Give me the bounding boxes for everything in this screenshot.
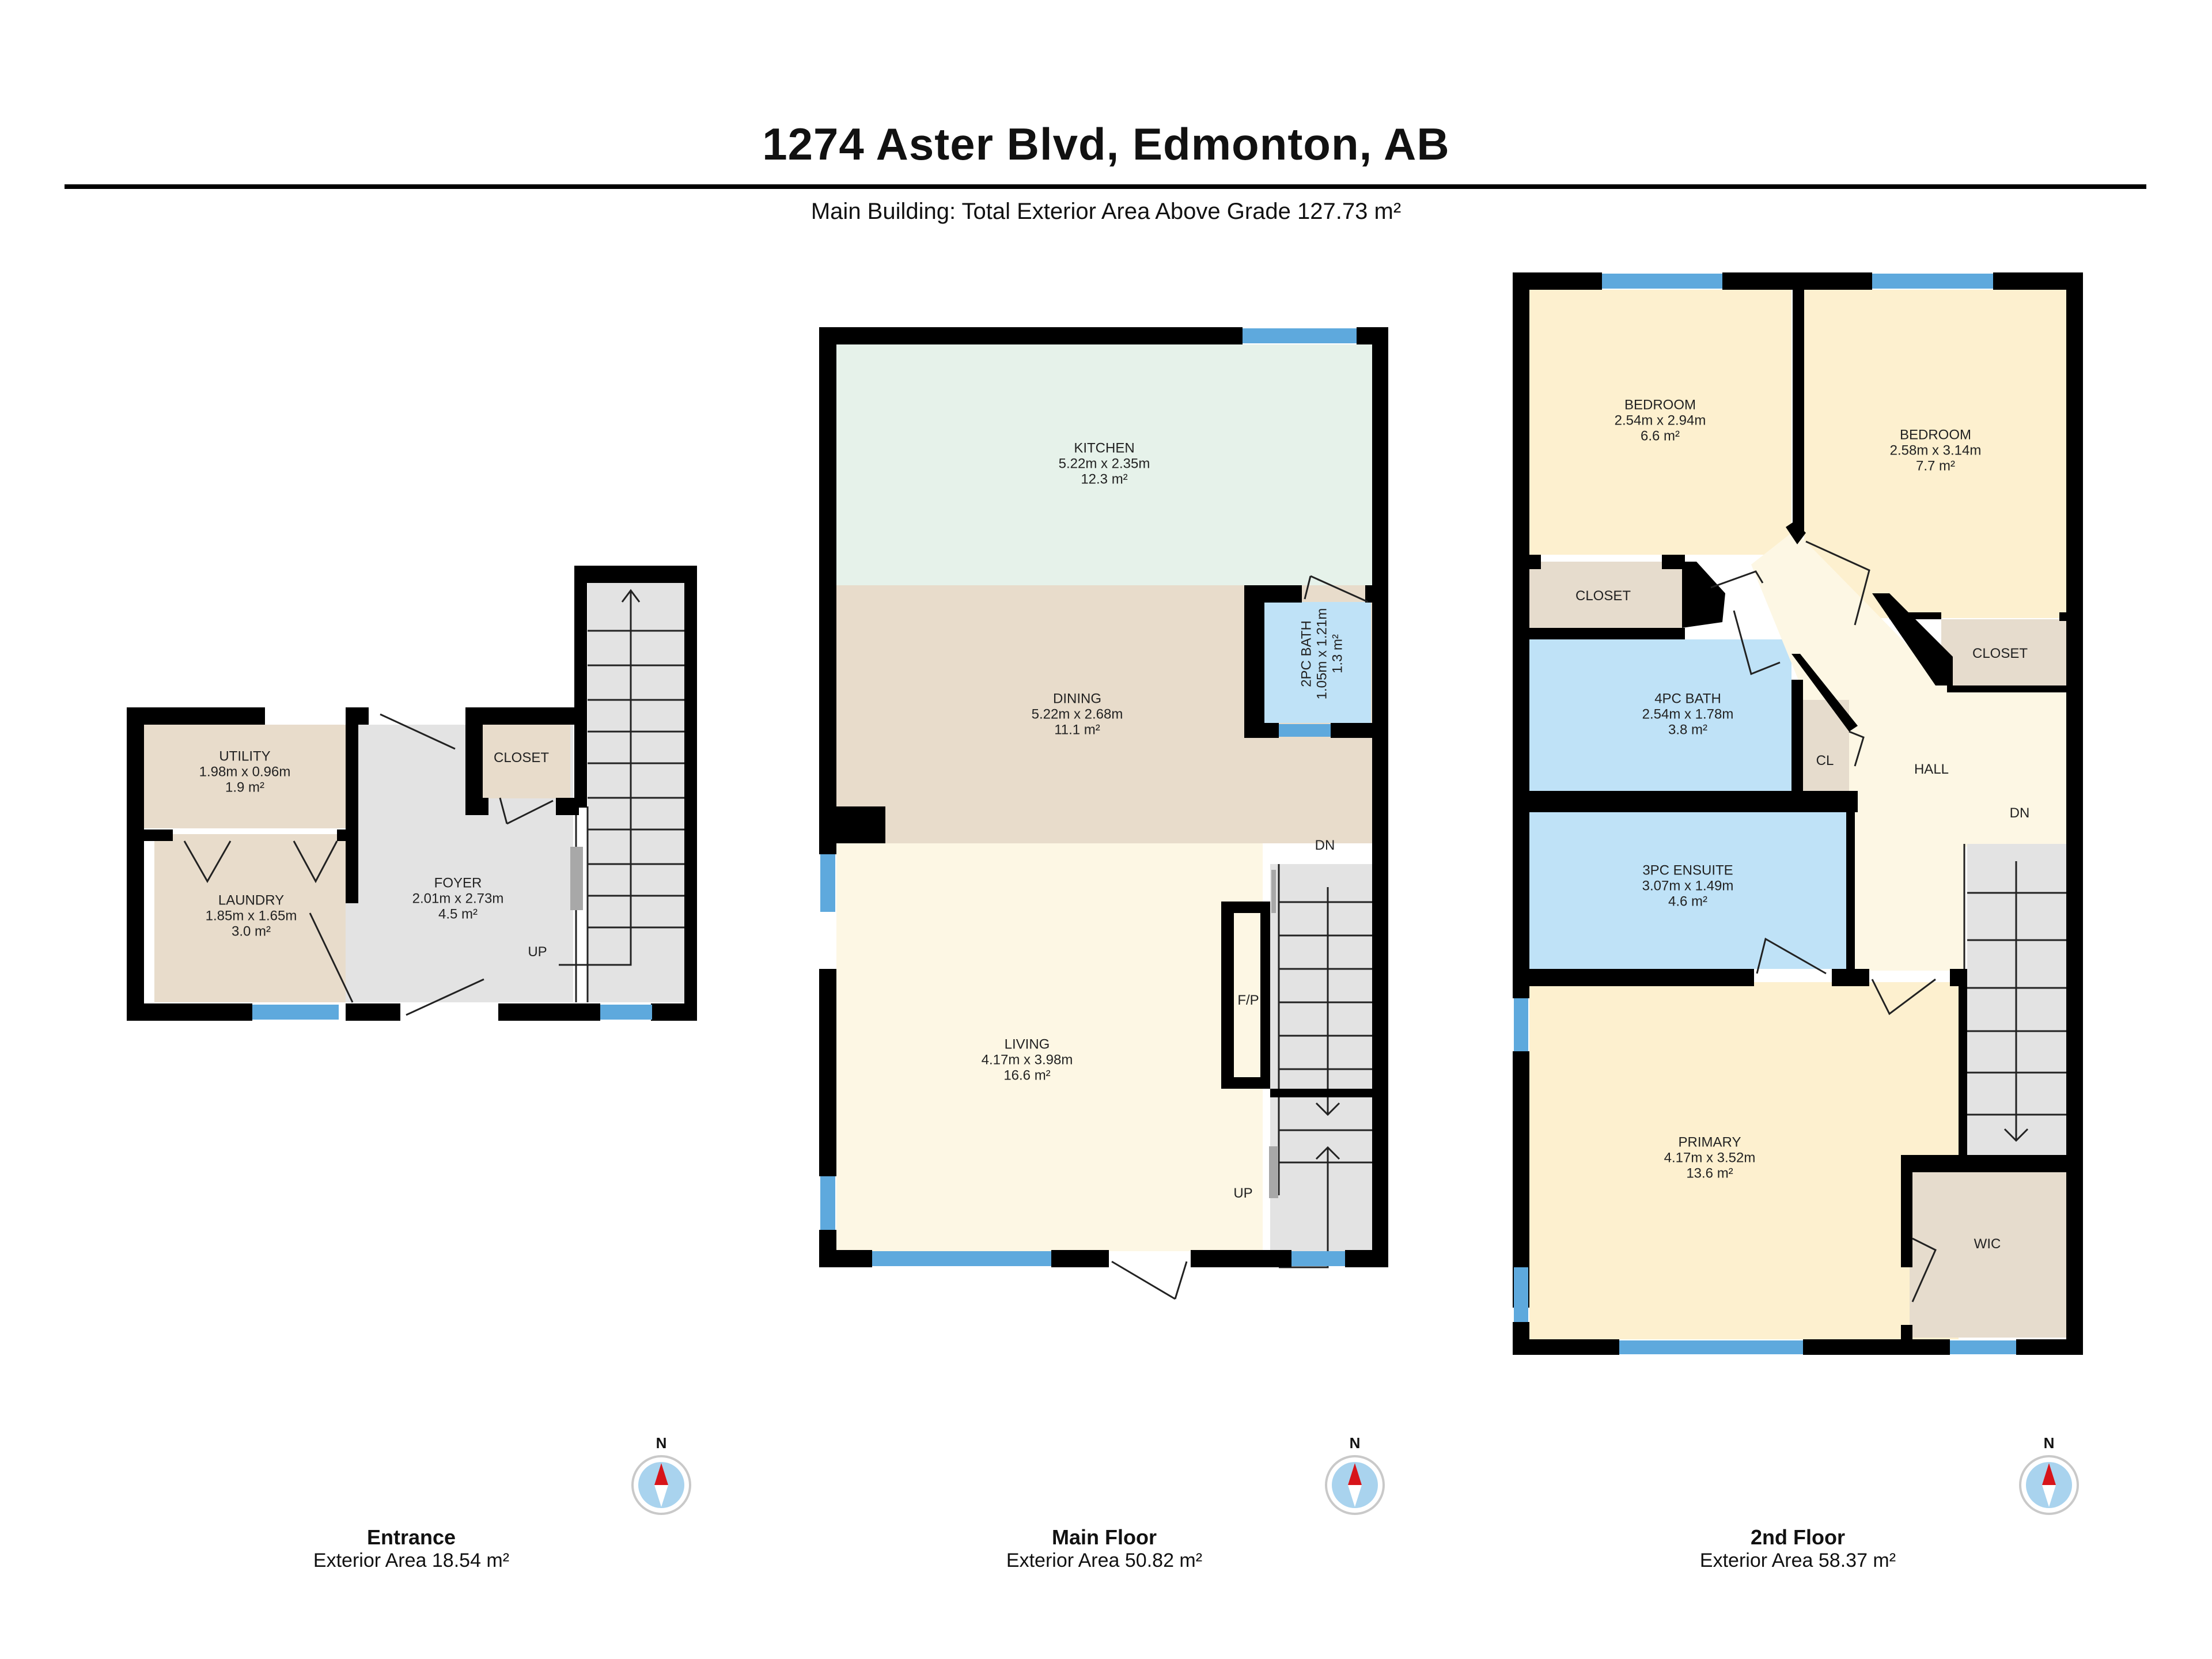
north-compass-icon: N [1323,1434,1387,1521]
entrance-stairs [588,583,684,1002]
room-label-utility: UTILITY 1.98m x 0.96m 1.9 m² [199,748,291,796]
room-label-dining: DINING 5.22m x 2.68m 11.1 m² [1031,691,1123,738]
primary-bedroom [1529,982,1959,1339]
compass-rose-icon [1325,1455,1385,1515]
room-label-kitchen: KITCHEN 5.22m x 2.35m 12.3 m² [1058,440,1150,487]
fireplace-label: F/P [1237,993,1259,1008]
bedroom-1 [1529,290,1791,555]
stair-label-dn: DN [1315,838,1335,853]
title-divider [65,184,2146,189]
room-label-4pc-bath: 4PC BATH 2.54m x 1.78m 3.8 m² [1642,691,1734,738]
compass-rose-icon [631,1455,691,1515]
floor-caption-2nd-floor: 2nd Floor Exterior Area 58.37 m² [1699,1525,1896,1571]
hall [1751,533,2066,971]
kitchen-room [836,344,1372,585]
closet-1 [1529,562,1682,628]
living-room [836,843,1263,1251]
laundry-room [154,834,346,1002]
powder-bath [1264,602,1371,723]
entrance-floor-plan [127,566,697,1021]
ensuite [1529,812,1846,969]
stair-label-up: UP [1233,1185,1253,1201]
total-area-subtitle: Main Building: Total Exterior Area Above… [810,199,1402,224]
second-floor-plan [1513,272,2083,1355]
page-title: 1274 Aster Blvd, Edmonton, AB [762,119,1450,169]
room-label-foyer: FOYER 2.01m x 2.73m 4.5 m² [412,875,504,922]
stair-label-up: UP [528,944,547,960]
stair-label-dn: DN [2009,805,2030,821]
closet-2 [1941,619,2066,685]
room-label-2pc-bath: 2PC BATH 1.05m x 1.21m 1.3 m² [1298,608,1346,700]
room-label-living: LIVING 4.17m x 3.98m 16.6 m² [981,1036,1073,1084]
room-label-bedroom-2: BEDROOM 2.58m x 3.14m 7.7 m² [1889,427,1982,474]
bedroom-2 [1804,290,2066,618]
main-stairs [1270,864,1372,1251]
room-label-primary: PRIMARY 4.17m x 3.52m 13.6 m² [1664,1134,1756,1181]
room-label-wic: WIC [1974,1236,2001,1252]
north-compass-icon: N [630,1434,693,1521]
room-label-closet-2: CLOSET [1972,646,2028,661]
entrance-closet [483,725,570,798]
room-label-laundry: LAUNDRY 1.85m x 1.65m 3.0 m² [205,892,297,940]
floor-caption-main-floor: Main Floor Exterior Area 50.82 m² [1006,1525,1203,1571]
room-label-bedroom-1: BEDROOM 2.54m x 2.94m 6.6 m² [1614,397,1706,444]
room-label-closet-1: CLOSET [1575,588,1631,604]
floor-caption-entrance: Entrance Exterior Area 18.54 m² [313,1525,510,1571]
room-label-hall-closet: CL [1816,753,1834,768]
utility-room [144,725,346,828]
north-compass-icon: N [2017,1434,2081,1521]
room-label-hall: HALL [1914,762,1949,777]
room-label-entrance-closet: CLOSET [493,750,550,766]
main-floor-plan [819,327,1388,1300]
compass-rose-icon [2019,1455,2079,1515]
room-label-3pc-ensuite: 3PC ENSUITE 3.07m x 1.49m 4.6 m² [1642,862,1734,910]
